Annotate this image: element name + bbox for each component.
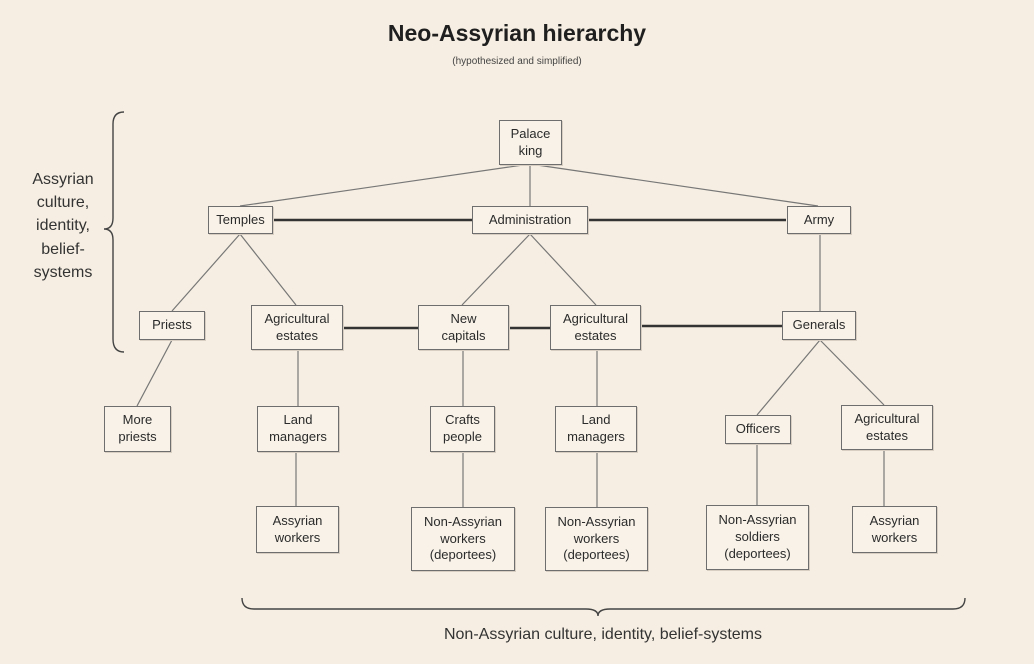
node-palace-king: Palace king bbox=[499, 120, 562, 165]
node-assyrian-workers-army: Assyrian workers bbox=[852, 506, 937, 553]
node-administration: Administration bbox=[472, 206, 588, 234]
diagram-title: Neo-Assyrian hierarchy bbox=[387, 20, 647, 46]
link-palace-army bbox=[529, 163, 819, 207]
node-officers: Officers bbox=[725, 415, 791, 444]
link-temples-estates bbox=[239, 233, 297, 306]
node-land-managers-admin: Land managers bbox=[555, 406, 637, 452]
node-more-priests: More priests bbox=[104, 406, 171, 452]
diagram-subtitle: (hypothesized and simplified) bbox=[452, 56, 582, 67]
link-palace-temples bbox=[239, 163, 531, 207]
node-land-managers-temples: Land managers bbox=[257, 406, 339, 452]
assyrian-culture-label: Assyrian culture, identity, belief- syst… bbox=[32, 171, 94, 281]
link-admin-capitals bbox=[461, 233, 531, 306]
node-non-assyrian-workers-capitals: Non-Assyrian workers (deportees) bbox=[411, 507, 515, 571]
node-agricultural-estates-army: Agricultural estates bbox=[841, 405, 933, 450]
non-assyrian-culture-label: Non-Assyrian culture, identity, belief-s… bbox=[443, 626, 763, 643]
node-agricultural-estates-admin: Agricultural estates bbox=[550, 305, 641, 350]
link-generals-estates bbox=[819, 339, 885, 406]
node-non-assyrian-soldiers: Non-Assyrian soldiers (deportees) bbox=[706, 505, 809, 570]
node-crafts-people: Crafts people bbox=[430, 406, 495, 452]
node-priests: Priests bbox=[139, 311, 205, 340]
link-admin-estates bbox=[529, 233, 597, 306]
node-generals: Generals bbox=[782, 311, 856, 340]
bottom-brace bbox=[241, 597, 966, 617]
node-army: Army bbox=[787, 206, 851, 234]
node-non-assyrian-workers-admin: Non-Assyrian workers (deportees) bbox=[545, 507, 648, 571]
node-new-capitals: New capitals bbox=[418, 305, 509, 350]
node-temples: Temples bbox=[208, 206, 273, 234]
left-brace bbox=[103, 111, 125, 353]
link-temples-priests bbox=[171, 233, 241, 312]
link-generals-officers bbox=[756, 339, 821, 416]
node-assyrian-workers-temples: Assyrian workers bbox=[256, 506, 339, 553]
node-agricultural-estates-temples: Agricultural estates bbox=[251, 305, 343, 350]
link-priests-more bbox=[136, 339, 173, 407]
